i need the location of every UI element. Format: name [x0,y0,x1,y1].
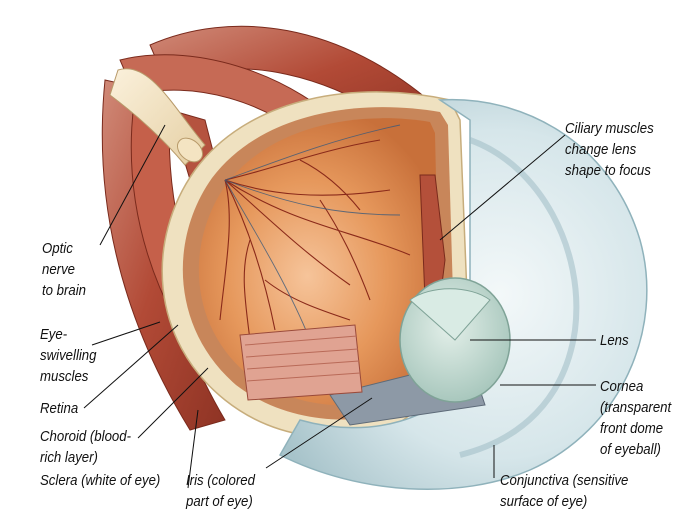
retinal-blood-vessels [219,139,411,341]
label-cornea: Cornea (transparent front dome of eyebal… [600,378,672,458]
label-eye-swivelling-muscles: Eye- swivelling muscles [40,326,97,385]
label-choroid: Choroid (blood- rich layer) [40,428,131,466]
label-ciliary-muscles: Ciliary muscles change lens shape to foc… [565,120,654,179]
label-conjunctiva: Conjunctiva (sensitive surface of eye) [500,472,629,510]
leader-lines [83,124,596,489]
label-retina: Retina [40,400,79,417]
label-lens: Lens [600,332,629,349]
muscle-cross-section [239,324,363,401]
label-optic-nerve: Optic nerve to brain [42,240,87,299]
label-sclera: Sclera (white of eye) [40,472,161,489]
label-iris: Iris (colored part of eye) [186,472,255,510]
conjunctiva-rim [459,137,580,458]
